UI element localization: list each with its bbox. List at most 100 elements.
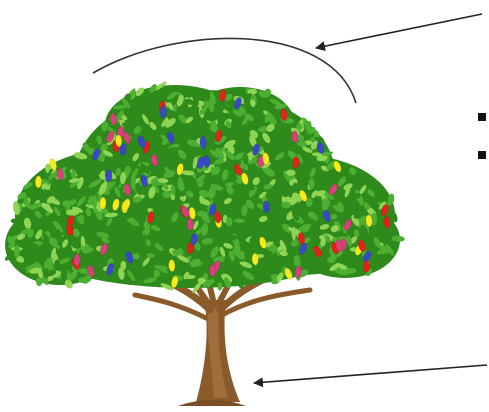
leaf — [290, 239, 299, 247]
leaf — [223, 197, 232, 205]
leaf — [209, 91, 216, 105]
light-bulb — [292, 156, 300, 169]
leaf — [296, 134, 305, 142]
leaf — [338, 176, 346, 187]
leaf — [224, 277, 231, 288]
leaf — [99, 170, 106, 180]
leaf — [101, 121, 109, 132]
leaf — [162, 191, 171, 198]
leaf — [155, 275, 164, 282]
leaf — [118, 267, 125, 280]
leaf — [172, 238, 180, 248]
light-bulb — [251, 252, 259, 266]
leaf — [129, 88, 136, 100]
leaf — [391, 235, 405, 242]
leaf — [214, 158, 226, 165]
leaf — [264, 112, 271, 123]
leaf — [247, 88, 258, 95]
leaf — [143, 277, 157, 284]
leaf — [238, 164, 248, 169]
light-bulb — [323, 209, 331, 223]
light-bulb — [123, 183, 131, 197]
light-bulb — [137, 135, 146, 148]
leaf — [324, 192, 335, 200]
leaf — [224, 93, 233, 101]
leaf — [41, 276, 49, 285]
leaf — [142, 257, 150, 267]
leaf — [135, 109, 145, 115]
leaf — [250, 98, 256, 108]
light-bulb — [147, 211, 155, 224]
leaf — [359, 184, 367, 195]
light-bulb — [313, 245, 322, 258]
leaf — [234, 238, 240, 247]
leaf — [121, 98, 131, 109]
leaf — [387, 193, 395, 206]
leaf — [119, 172, 127, 185]
bullet-marker-1 — [478, 113, 486, 121]
leaf — [63, 192, 70, 203]
leaf — [9, 234, 18, 244]
leaf — [177, 176, 184, 190]
leaf — [43, 257, 53, 269]
leaf — [56, 228, 62, 238]
leaf — [185, 191, 192, 205]
light-bulb — [199, 136, 207, 149]
leaf — [308, 178, 315, 190]
leaf — [259, 215, 268, 223]
leaf — [126, 269, 136, 282]
leaf — [41, 182, 48, 190]
leaf — [135, 270, 146, 277]
leaf — [160, 283, 174, 291]
leaf — [161, 94, 169, 102]
leaf — [50, 247, 57, 259]
leaf — [261, 161, 272, 169]
leaf — [209, 149, 219, 158]
light-bulb — [181, 205, 190, 218]
leaf — [46, 269, 57, 277]
leaf — [176, 94, 184, 107]
light-bulb — [122, 131, 131, 144]
leaf — [385, 244, 395, 256]
leaf — [66, 271, 78, 282]
light-bulb — [109, 112, 118, 126]
leaf — [319, 224, 330, 230]
leaf — [120, 260, 127, 271]
leaf — [311, 190, 318, 198]
light-bulb — [168, 259, 176, 272]
light-bulb — [150, 154, 159, 167]
light-bulb — [87, 264, 95, 278]
leaf — [83, 231, 92, 239]
leaf — [185, 98, 194, 105]
leaf — [346, 235, 352, 247]
leaf — [185, 116, 194, 124]
leaf — [267, 130, 276, 138]
light-bulb — [262, 200, 270, 214]
light-bulb — [73, 253, 81, 267]
leaf — [96, 231, 109, 239]
leaf — [71, 169, 76, 180]
leaf — [135, 183, 143, 196]
leaf — [329, 262, 341, 272]
leaf — [223, 243, 233, 249]
light-bulb — [241, 172, 249, 185]
leaf — [291, 209, 300, 221]
light-bulb — [214, 210, 222, 224]
light-bulb — [140, 174, 148, 187]
leaf — [203, 100, 209, 109]
leaf — [79, 268, 90, 275]
leaf — [193, 220, 199, 230]
leaf — [42, 170, 47, 182]
leaf — [223, 105, 234, 113]
leaf — [197, 277, 207, 285]
light-bulb — [100, 243, 108, 256]
leaf — [148, 186, 156, 199]
leaf — [51, 177, 63, 187]
leaf — [376, 247, 387, 255]
leaf — [217, 282, 223, 291]
leaf — [281, 201, 291, 209]
leaf — [273, 252, 279, 265]
leaf — [252, 177, 260, 186]
leaf — [249, 186, 257, 198]
